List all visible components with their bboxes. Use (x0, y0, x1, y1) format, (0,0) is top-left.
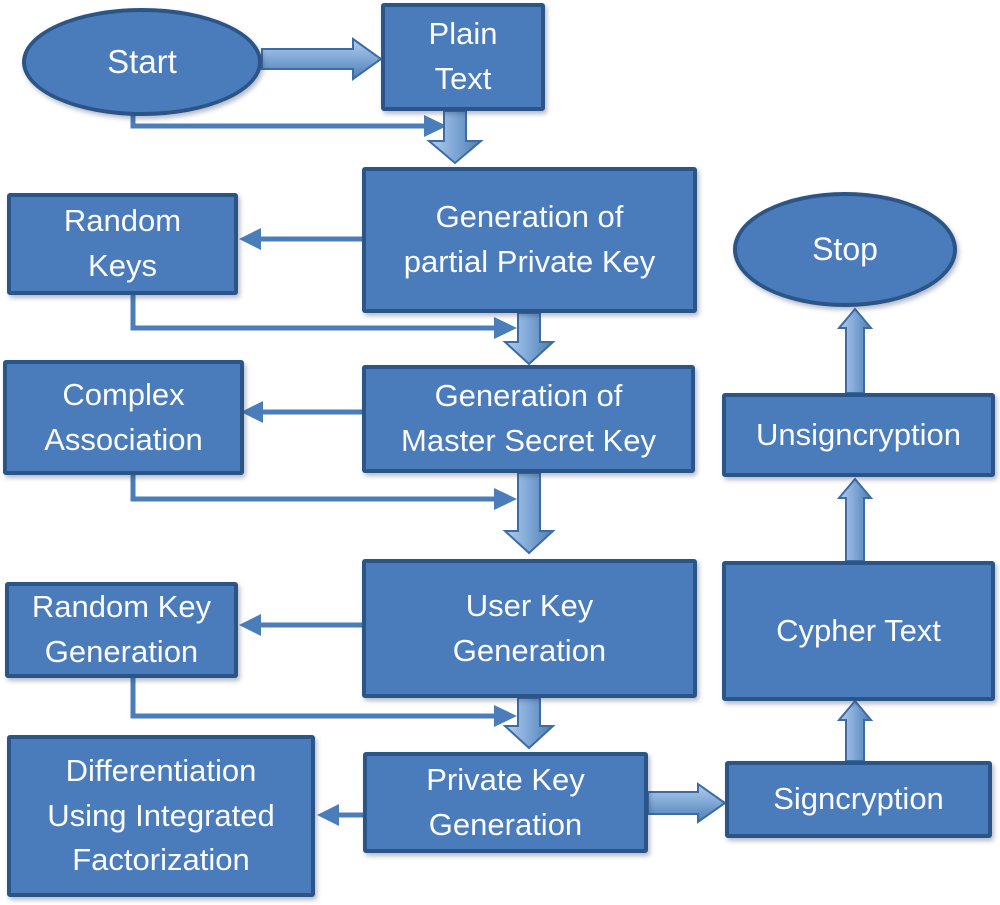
node-complex-association: Complex Association (3, 360, 244, 475)
arrow-to-random-key-generation (239, 614, 362, 636)
arrow-to-differentiation (317, 804, 363, 826)
node-private-key-generation-label: Private Key Generation (426, 761, 585, 842)
node-user-key-generation: User Key Generation (362, 559, 697, 698)
node-differentiation-using-integrated-factorization: Differentiation Using Integrated Factori… (7, 735, 315, 897)
arrow-to-random-keys (239, 228, 362, 250)
node-plain-text: Plain Text (381, 3, 545, 111)
node-random-keys: Random Keys (7, 193, 238, 295)
node-complex-association-label: Complex Association (44, 376, 203, 457)
node-unsigncryption: Unsigncryption (722, 393, 995, 477)
arrow-plain-text-down (426, 110, 484, 165)
node-random-key-generation: Random Key Generation (5, 582, 238, 678)
arrow-gppk-down (502, 312, 556, 366)
node-start: Start (22, 8, 262, 116)
arrow-signcryption-up (836, 699, 874, 762)
node-stop-label: Stop (812, 231, 878, 268)
arrow-cypher-text-up (836, 477, 874, 562)
node-generation-master-secret-key-label: Generation of Master Secret Key (401, 378, 656, 458)
arrow-start-elbow (130, 112, 447, 137)
node-random-key-generation-label: Random Key Generation (31, 589, 212, 669)
arrow-start-to-plain-text (261, 37, 383, 81)
node-signcryption-label: Signcryption (773, 781, 944, 817)
arrow-unsigncryption-up (836, 307, 874, 394)
node-start-label: Start (107, 43, 177, 81)
node-user-key-generation-label: User Key Generation (452, 587, 607, 668)
node-signcryption: Signcryption (725, 761, 992, 838)
node-differentiation-label: Differentiation Using Integrated Factori… (47, 752, 275, 878)
node-cypher-text: Cypher Text (722, 561, 995, 701)
node-cypher-text-label: Cypher Text (776, 612, 941, 648)
arrow-gmsk-down (502, 472, 556, 555)
arrow-to-complex-association (241, 401, 362, 423)
arrow-pkg-to-signcryption (647, 782, 727, 824)
node-random-keys-label: Random Keys (63, 203, 182, 283)
arrow-complex-association-elbow (130, 475, 517, 510)
arrow-ukg-down (502, 697, 556, 750)
node-unsigncryption-label: Unsigncryption (755, 416, 962, 452)
node-generation-master-secret-key: Generation of Master Secret Key (362, 365, 695, 473)
node-plain-text-label: Plain Text (428, 16, 498, 96)
node-generation-partial-private-key-label: Generation of partial Private Key (403, 199, 656, 279)
node-stop: Stop (733, 192, 957, 307)
node-generation-partial-private-key: Generation of partial Private Key (362, 167, 697, 313)
node-private-key-generation: Private Key Generation (363, 752, 648, 853)
